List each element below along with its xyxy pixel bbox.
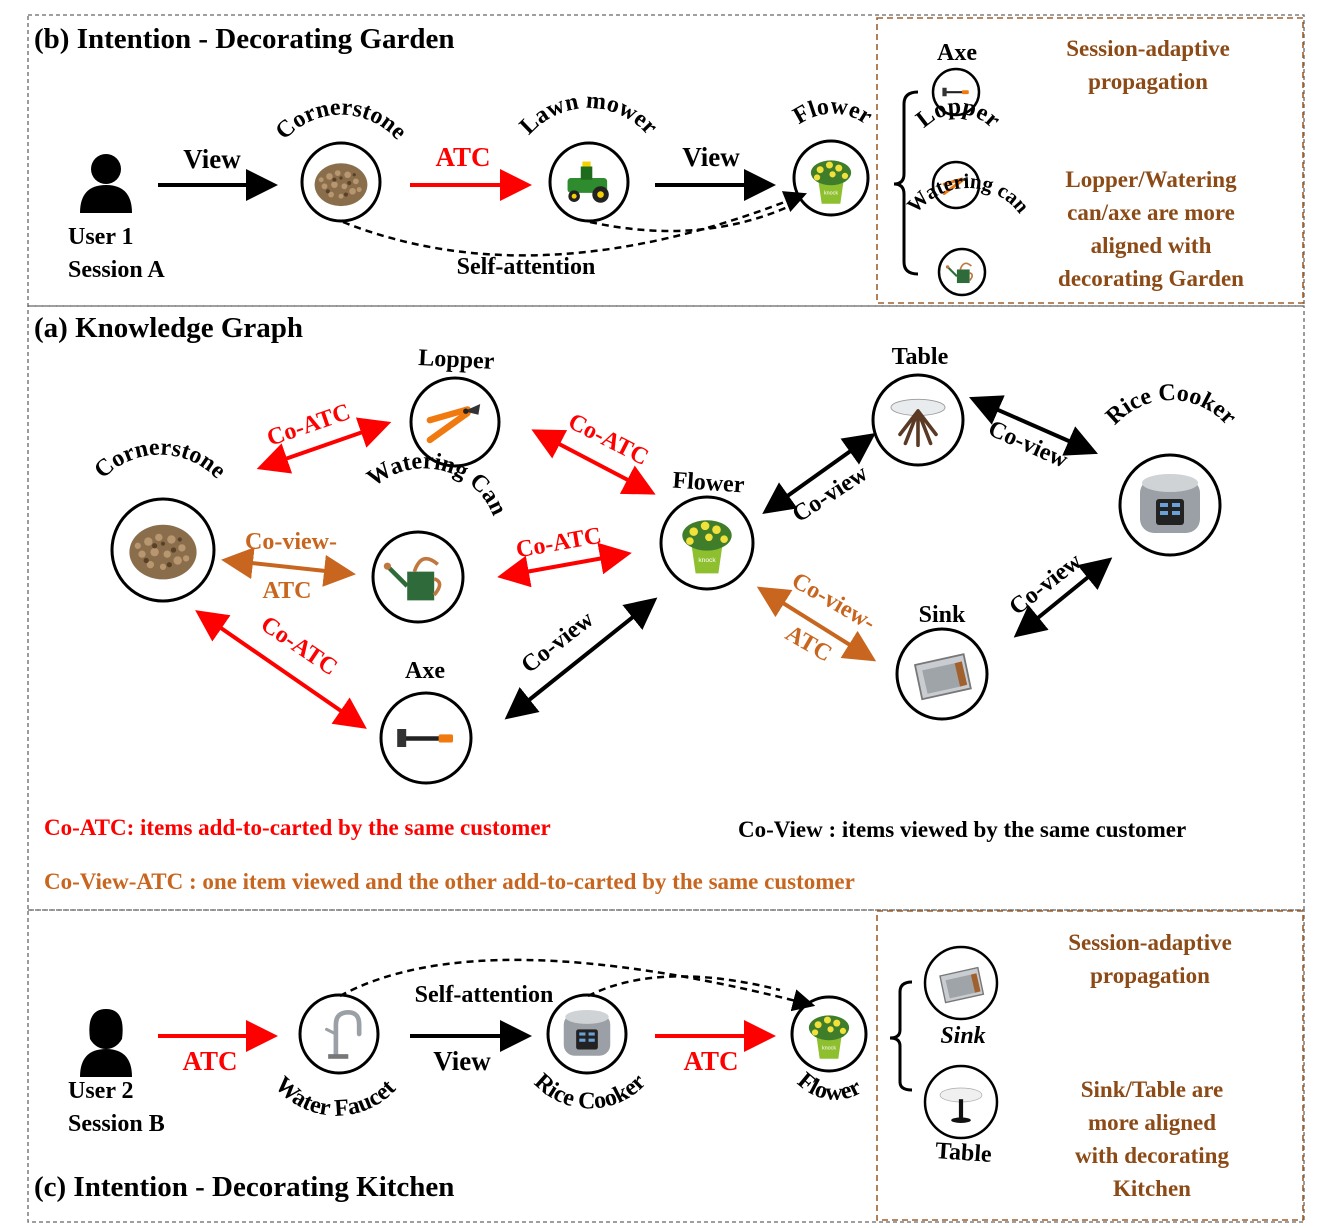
panel-c-frame: [27, 909, 1305, 1223]
panel-c-title: (c) Intention - Decorating Kitchen: [34, 1171, 454, 1203]
kg-rice-cooker-label: Rice Cooker: [1101, 380, 1242, 430]
kg-lopper-label: Lopper: [418, 345, 496, 375]
kg-table-label: Table: [892, 344, 949, 370]
kg-edge-coview: [762, 433, 876, 514]
kg-axe-label: Axe: [405, 658, 445, 684]
panel-b-side-frame: [876, 17, 1304, 304]
gravel-icon: [314, 163, 368, 207]
self-attention-label: Self-attention: [457, 254, 596, 280]
self-attention-arrow: [589, 204, 791, 233]
rice-cooker-label: Rice Cooker: [529, 1069, 651, 1115]
side-title-b-line1: Session-adaptive: [1066, 36, 1230, 61]
panel-a-frame: [27, 305, 1305, 911]
table-label: Table: [934, 1138, 992, 1168]
flower-label: Flower: [789, 93, 877, 130]
kg-edge-coatc-label: Co-ATC: [256, 611, 342, 681]
rice-cooker-icon: [563, 1009, 611, 1056]
side-note-c-line1: Sink/Table are: [1081, 1077, 1224, 1102]
kg-edge-coatc: [531, 429, 656, 495]
brace: [889, 980, 913, 1092]
kg-edge-coatc: [256, 417, 392, 474]
self-attention-label: Self-attention: [415, 982, 554, 1008]
kg-edge-coviewatc-label: ATC: [263, 578, 312, 604]
kg-edge-coviewatc-label: ATC: [781, 620, 836, 667]
brace: [893, 90, 919, 276]
user-icon: [80, 1009, 132, 1077]
water-faucet-node: [298, 993, 380, 1075]
side-note-c-line3: with decorating: [1075, 1143, 1229, 1168]
kg-edge-coview: [1013, 557, 1113, 638]
side-note-c-line2: more aligned: [1088, 1110, 1216, 1135]
user-icon: [80, 154, 132, 213]
session-a-label: Session A: [68, 257, 165, 283]
legend-coatc: Co-ATC: items add-to-carted by the same …: [44, 815, 551, 840]
sink-label: Sink: [940, 1023, 985, 1049]
side-note-b-line4: decorating Garden: [1058, 266, 1244, 291]
cornerstone-label: Cornerstone: [271, 95, 412, 146]
self-attention-arrow: [342, 191, 807, 257]
lawn-mower-label: Lawn mower: [515, 88, 663, 140]
kg-edge-coatc-label: Co-ATC: [264, 399, 354, 452]
view-edge-label: View: [433, 1046, 491, 1076]
lopper-label: Lopper: [912, 94, 1006, 134]
side-title-b-line2: propagation: [1088, 69, 1208, 94]
kg-edge-coatc: [195, 610, 367, 729]
legend-coviewatc: Co-View-ATC : one item viewed and the ot…: [44, 869, 855, 894]
kg-watering-can-label: Watering Can: [362, 448, 511, 519]
kg-edge-coatc: [497, 542, 632, 588]
side-note-c-line4: Kitchen: [1113, 1176, 1191, 1201]
kg-sink-label: Sink: [919, 602, 966, 628]
self-attention-arrow: [339, 958, 816, 1012]
panel-b-title: (b) Intention - Decorating Garden: [34, 23, 454, 55]
kg-edge-coatc-label: Co-ATC: [514, 523, 603, 564]
kg-edge-coview-label: Co-view: [788, 460, 873, 528]
side-title-c-line2: propagation: [1090, 963, 1210, 988]
session-b-label: Session B: [68, 1111, 165, 1137]
gravel-icon: [129, 524, 197, 580]
user2-label: User 2: [68, 1078, 134, 1104]
kg-edge-coatc-label: Co-ATC: [564, 409, 653, 471]
kg-edge-coviewatc: [221, 547, 356, 587]
kg-flower-label: Flower: [672, 468, 746, 499]
atc-edge-label: ATC: [683, 1046, 738, 1076]
legend-coview: Co-View : items viewed by the same custo…: [738, 817, 1186, 842]
axe-label: Axe: [937, 40, 977, 66]
side-note-b-line3: aligned with: [1091, 233, 1212, 258]
user1-label: User 1: [68, 224, 134, 250]
kg-edge-coviewatc: [756, 586, 877, 662]
atc-edge-label: ATC: [182, 1046, 237, 1076]
flower-label: Flower: [792, 1068, 865, 1106]
panel-c-side-frame: [876, 910, 1304, 1221]
self-attention-arrow: [587, 975, 781, 998]
side-note-b-line1: Lopper/Watering: [1065, 167, 1237, 192]
rice-cooker-icon: [1140, 474, 1200, 533]
view-edge-label: View: [183, 144, 241, 174]
kg-edge-coview: [504, 597, 658, 720]
kg-edge-coviewatc-label: Co-view-: [245, 529, 337, 555]
water-faucet-label: Water Faucet: [270, 1072, 401, 1122]
panel-a-title: (a) Knowledge Graph: [34, 312, 303, 344]
side-note-b-line2: can/axe are more: [1067, 200, 1235, 225]
atc-edge-label: ATC: [435, 142, 490, 172]
kg-cornerstone-label: Cornerstone: [90, 434, 232, 484]
kg-edge-coview-label: Co-view: [517, 606, 600, 679]
view-edge-label: View: [682, 142, 740, 172]
side-title-c-line1: Session-adaptive: [1068, 930, 1232, 955]
kg-edge-coview: [969, 395, 1098, 456]
